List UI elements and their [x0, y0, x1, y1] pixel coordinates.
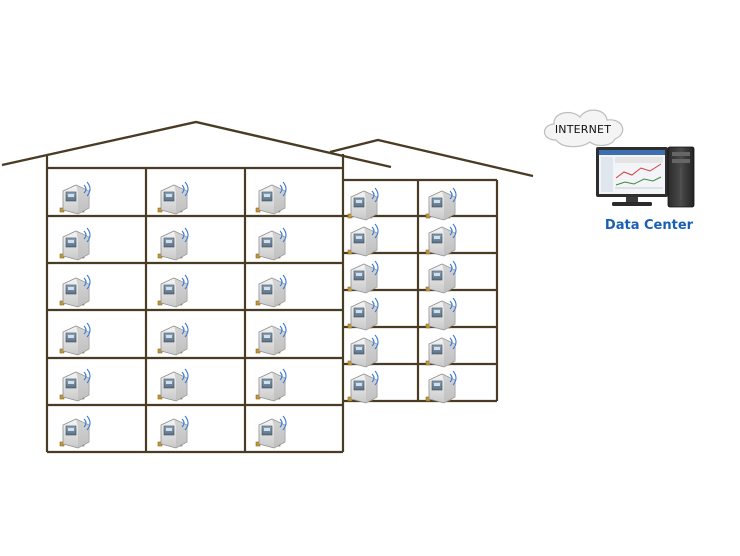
smart-water-meter-icon	[347, 223, 379, 257]
computer-workstation-icon	[596, 146, 695, 208]
large-building-meters	[59, 181, 287, 449]
smart-water-meter-icon	[59, 274, 91, 308]
cloud-icon	[543, 109, 624, 148]
data-center-label: Data Center	[604, 218, 694, 233]
smart-water-meter-icon	[59, 227, 91, 261]
smart-water-meter-icon	[157, 181, 189, 215]
small-building-meters	[347, 187, 457, 404]
smart-water-meter-icon	[425, 187, 457, 221]
smart-water-meter-icon	[255, 322, 287, 356]
smart-water-meter-icon	[347, 187, 379, 221]
smart-water-meter-icon	[59, 415, 91, 449]
smart-water-meter-icon	[425, 297, 457, 331]
smart-water-meter-icon	[347, 370, 379, 404]
smart-water-meter-icon	[59, 368, 91, 402]
smart-water-meter-icon	[425, 370, 457, 404]
smart-water-meter-icon	[425, 223, 457, 257]
smart-water-meter-icon	[255, 181, 287, 215]
smart-water-meter-icon	[59, 322, 91, 356]
smart-water-meter-icon	[347, 260, 379, 294]
smart-water-meter-icon	[157, 415, 189, 449]
smart-water-meter-icon	[157, 322, 189, 356]
internet-label: INTERNET	[554, 123, 612, 136]
smart-water-meter-icon	[255, 415, 287, 449]
smart-water-meter-icon	[59, 181, 91, 215]
smart-water-meter-icon	[425, 260, 457, 294]
smart-water-meter-icon	[157, 274, 189, 308]
smart-water-meter-icon	[157, 368, 189, 402]
large-building	[1, 120, 392, 454]
smart-water-meter-icon	[255, 274, 287, 308]
smart-water-meter-icon	[347, 334, 379, 368]
smart-water-meter-icon	[425, 334, 457, 368]
smart-water-meter-icon	[347, 297, 379, 331]
smart-water-meter-icon	[157, 227, 189, 261]
smart-water-meter-icon	[255, 368, 287, 402]
smart-water-meter-icon	[255, 227, 287, 261]
